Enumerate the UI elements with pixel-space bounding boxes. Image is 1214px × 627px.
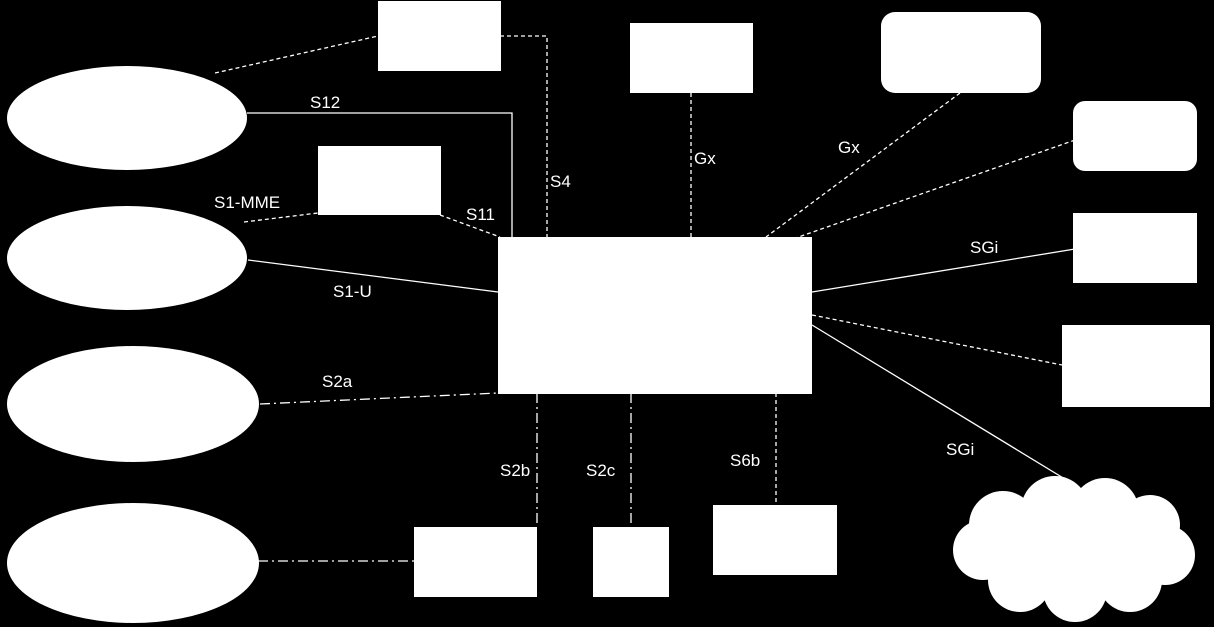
edge-s4	[500, 35, 548, 237]
right-box	[1062, 325, 1210, 407]
sgi-box	[1073, 213, 1197, 283]
cloud-icon	[953, 476, 1195, 622]
left-ellipse-3	[7, 346, 259, 462]
label-sgi-bottom: SGi	[946, 440, 974, 459]
right-rounded-box	[1073, 101, 1197, 171]
edge-s1-u	[247, 259, 499, 293]
label-s1-mme: S1-MME	[214, 193, 280, 212]
s1-mme-box	[318, 146, 441, 215]
label-s12: S12	[310, 93, 340, 112]
edge-to-right-rounded-box	[789, 139, 1076, 241]
s2c-box	[593, 527, 669, 597]
label-sgi-top: SGi	[970, 238, 998, 257]
left-ellipse-2	[7, 206, 247, 310]
edge-gx-right	[765, 92, 961, 238]
edge-s1-mme	[243, 212, 319, 223]
edge-to-right-box	[811, 314, 1063, 366]
top-box	[378, 1, 501, 71]
edge-s12	[247, 112, 513, 237]
label-s1-u: S1-U	[333, 282, 372, 301]
left-ellipse-4	[7, 503, 259, 623]
edge-sgi-bottom	[811, 324, 1084, 491]
central-gateway-box	[498, 237, 812, 394]
label-s2b: S2b	[500, 461, 530, 480]
label-gx-left: Gx	[694, 149, 716, 168]
label-gx-right: Gx	[838, 138, 860, 157]
label-s4: S4	[550, 172, 571, 191]
left-ellipse-1	[7, 66, 247, 170]
label-s11: S11	[466, 205, 495, 224]
label-s2a: S2a	[322, 372, 353, 391]
label-s2c: S2c	[586, 461, 616, 480]
edge-s2a	[259, 392, 499, 405]
label-s6b: S6b	[730, 451, 760, 470]
edge-s11	[439, 214, 501, 238]
s6b-box	[713, 505, 837, 575]
edge-sgi-top	[811, 248, 1076, 293]
edge-ellipse1-topbox	[214, 35, 379, 74]
gx-left-box	[630, 23, 753, 93]
s2b-box	[414, 527, 537, 597]
gx-right-rounded-box	[881, 12, 1041, 93]
